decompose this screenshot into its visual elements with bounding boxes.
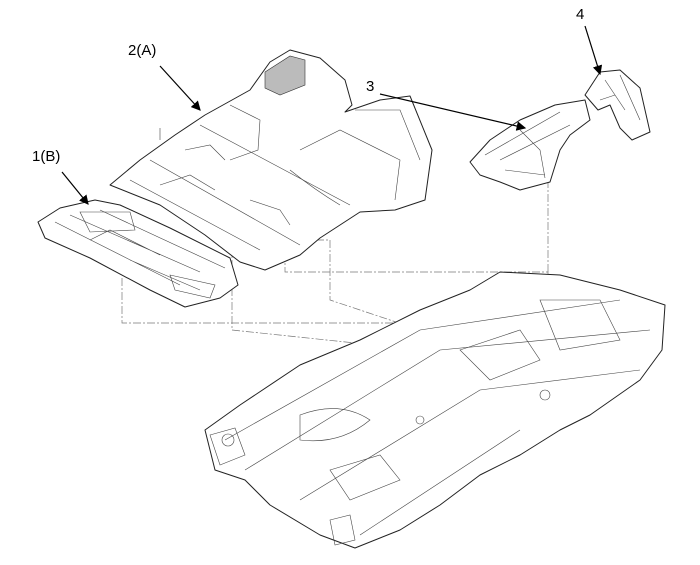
part-1-rear-carpet	[37, 199, 239, 308]
part-4-bracket	[584, 69, 651, 141]
callout-2-label: 2(A)	[128, 42, 157, 59]
callout-1-label: 1(B)	[32, 148, 61, 165]
leader-3	[379, 93, 527, 131]
floor-pan-assembly	[204, 271, 666, 549]
leader-2	[159, 65, 201, 111]
callout-4-label: 4	[576, 6, 585, 23]
leader-4	[584, 25, 603, 76]
leader-1	[61, 171, 89, 205]
part-2-front-carpet	[109, 49, 433, 271]
callout-3-label: 3	[366, 78, 375, 95]
part-3-bracket	[469, 99, 591, 191]
